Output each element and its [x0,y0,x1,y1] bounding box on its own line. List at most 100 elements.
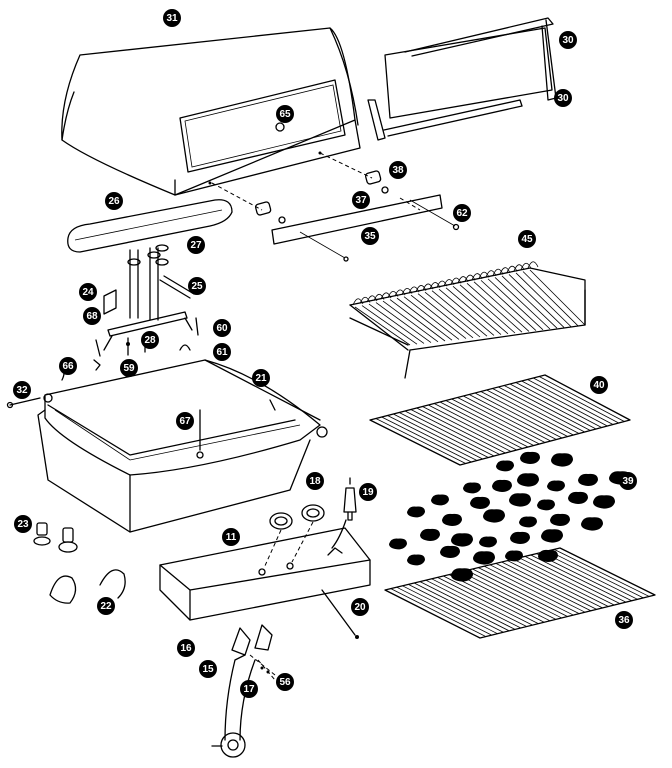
lava-rock [541,529,563,543]
callout-label: 38 [392,165,404,176]
callout-59: 59 [120,359,138,377]
lava-rock [479,536,497,548]
lava-rock [407,554,425,566]
callout-label: 30 [562,35,574,46]
lava-rocks [389,451,631,582]
callout-layer: 31 30 30 65 38 37 62 35 26 27 24 25 68 28 60 61 59 66 21 32… [13,9,637,698]
callout-label: 27 [190,240,202,251]
callout-23: 23 [14,515,32,533]
callout-67: 67 [176,412,194,430]
lava-rock [581,517,603,531]
callout-label: 66 [62,361,74,372]
lava-rock [547,480,565,492]
burner-valve-assembly [211,624,276,758]
callout-21: 21 [252,369,270,387]
lava-rock [510,531,530,544]
lava-rock [470,496,490,509]
callout-32: 32 [13,381,31,399]
lava-rock [550,513,570,526]
callout-label: 60 [216,323,228,334]
callout-label: 20 [354,602,366,613]
callout-68: 68 [83,307,101,325]
callout-30: 30 [559,31,577,49]
igniter [331,477,357,549]
burner-bracket-hardware [93,244,199,371]
callout-38: 38 [389,161,407,179]
callout-60: 60 [213,319,231,337]
callout-18: 18 [306,472,324,490]
callout-20: 20 [351,598,369,616]
callout-label: 21 [255,373,267,384]
lava-rock [440,545,460,558]
callout-36: 36 [615,611,633,629]
callout-label: 17 [243,684,255,695]
callout-65: 65 [276,105,294,123]
warming-rack-wires [352,261,586,346]
callout-label: 28 [144,335,156,346]
lava-rock [442,513,462,526]
rock-grate-wires [390,549,650,637]
cooking-grid-wires [375,376,625,464]
callout-label: 65 [279,109,291,120]
lava-rock [496,460,514,472]
lava-rock [473,551,495,565]
callout-17: 17 [240,680,258,698]
lava-rock [519,516,537,528]
lava-rock [431,494,449,506]
callout-24: 24 [79,283,97,301]
heat-shield-plate [67,199,233,253]
callout-56: 56 [276,673,294,691]
lava-rock [593,495,615,509]
callout-label: 11 [226,532,237,543]
callout-16: 16 [177,639,195,657]
callout-label: 31 [166,13,178,24]
lava-rock [407,506,425,518]
callout-label: 67 [179,416,191,427]
lava-rock [509,493,531,507]
callout-label: 18 [309,476,321,487]
callout-label: 26 [108,196,120,207]
callout-28: 28 [141,331,159,349]
callout-label: 56 [279,677,291,688]
callout-label: 19 [362,487,374,498]
lava-rock [517,473,539,487]
callout-35: 35 [361,227,379,245]
callout-label: 24 [82,287,94,298]
callout-label: 30 [557,93,569,104]
callout-label: 62 [456,208,468,219]
callout-31: 31 [163,9,181,27]
callout-11: 11 [222,528,240,546]
callout-label: 61 [216,347,228,358]
callout-25: 25 [188,277,206,295]
callout-30: 30 [554,89,572,107]
callout-label: 40 [593,380,605,391]
control-knobs [263,504,325,569]
callout-61: 61 [213,343,231,361]
callout-27: 27 [187,236,205,254]
lava-rock [551,453,573,467]
lava-rock [463,482,481,494]
firebox-bottom [37,344,328,533]
control-panel [159,527,371,639]
lava-rock [492,479,512,492]
lava-rock [568,491,588,504]
rock-grate [384,547,656,639]
lava-rock [389,538,407,550]
lid-window-glass [367,17,557,141]
lava-rock [578,473,598,486]
callout-37: 37 [352,191,370,209]
lava-rock [483,509,505,523]
lava-rock [537,499,555,511]
cooking-grid [369,374,631,466]
callout-19: 19 [359,483,377,501]
warming-rack [349,261,586,379]
callout-label: 36 [618,615,630,626]
callout-15: 15 [199,660,217,678]
callout-22: 22 [97,597,115,615]
callout-label: 22 [100,601,112,612]
callout-label: 35 [364,231,376,242]
legs-and-clips [33,522,126,604]
callout-label: 15 [202,664,214,675]
